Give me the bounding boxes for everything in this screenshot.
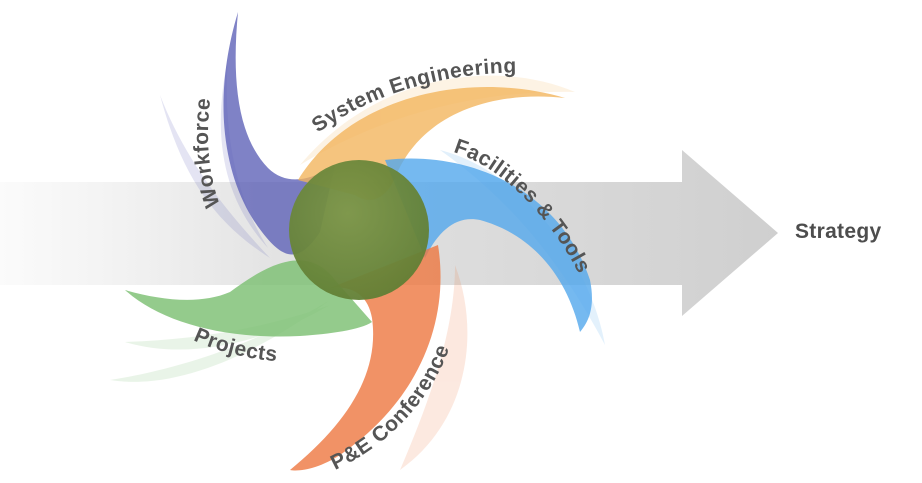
hub-circle [289,160,429,300]
strategy-label: Strategy [795,220,882,243]
blade-pe-conference [290,245,441,471]
blade-facilities-tools [385,158,592,332]
